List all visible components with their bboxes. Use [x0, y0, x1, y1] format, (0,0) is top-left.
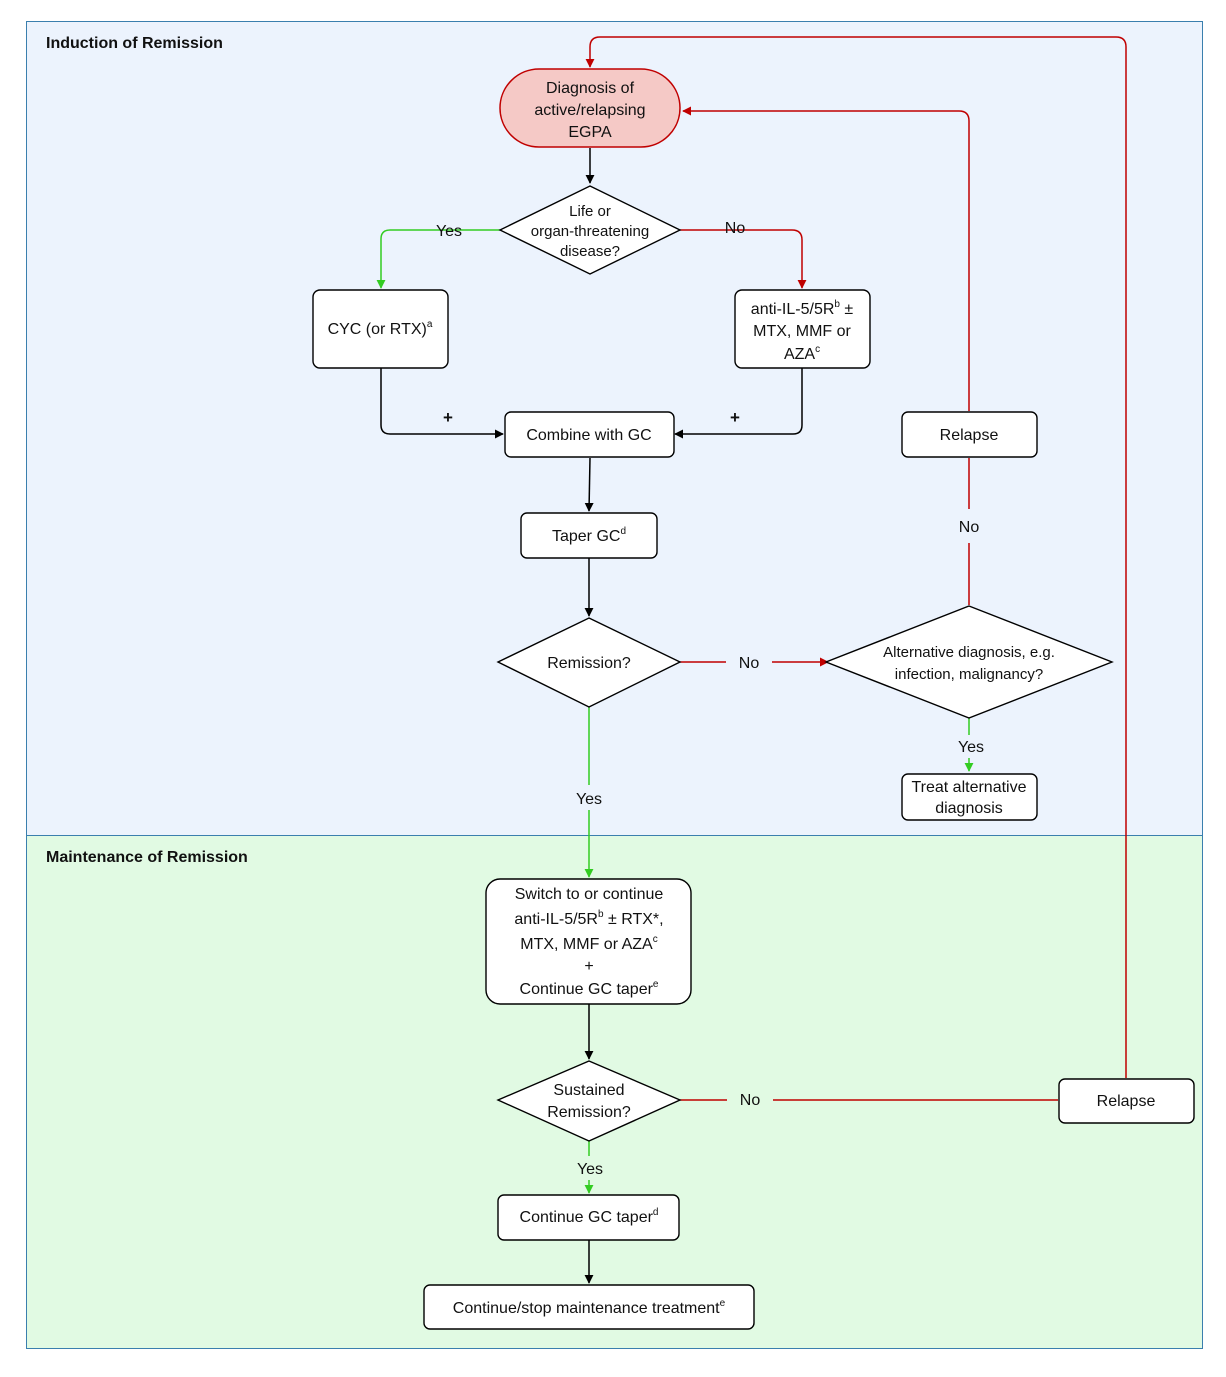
relapse-top-node: Relapse [901, 411, 1038, 458]
label-yes-alternative: Yes [958, 739, 984, 756]
continue-stop-footnote: e [720, 1298, 726, 1309]
label-yes-life: Yes [436, 223, 462, 240]
continue-taper-node: Continue GC taperd [497, 1194, 680, 1241]
diagnosis-line-3: EGPA [568, 124, 612, 141]
edge-relapse-to-diagnosis [682, 106, 970, 411]
diagnosis-line-1: Diagnosis of [546, 80, 635, 97]
remission-label: Remission? [547, 655, 631, 672]
label-no-life: No [725, 220, 746, 237]
maintenance-title: Maintenance of Remission [46, 849, 248, 866]
label-yes-sustained: Yes [577, 1161, 603, 1178]
label-no-alternative: No [959, 519, 980, 536]
life-threat-line-1: Life or [569, 203, 611, 220]
induction-title: Induction of Remission [46, 35, 223, 52]
svg-text:AZAc: AZAc [784, 344, 820, 363]
svg-text:MTX, MMF or AZAc: MTX, MMF or AZAc [520, 934, 657, 953]
svg-text:anti-IL-5/5Rb ±: anti-IL-5/5Rb ± [751, 299, 854, 318]
edge-no-to-anti-il5 [680, 229, 807, 289]
sustained-decision: Sustained Remission? [496, 1060, 682, 1142]
continue-taper-label: Continue GC taper [520, 1209, 654, 1226]
switch-line-4: + [584, 958, 593, 975]
anti-il5-plusminus: ± [840, 301, 853, 318]
sustained-line-1: Sustained [553, 1082, 624, 1099]
life-threat-line-3: disease? [560, 243, 620, 260]
alternative-line-2: infection, malignancy? [895, 666, 1043, 683]
cyc-footnote: a [427, 319, 433, 330]
treat-alternative-node: Treat alternative diagnosis [901, 773, 1038, 821]
alternative-line-1: Alternative diagnosis, e.g. [883, 644, 1055, 661]
svg-text:Continue GC taperd: Continue GC taperd [520, 1207, 659, 1226]
svg-text:anti-IL-5/5Rb ± RTX*,: anti-IL-5/5Rb ± RTX*, [514, 909, 663, 928]
anti-il5-footnote-c: c [815, 344, 820, 355]
diagnosis-line-2: active/relapsing [534, 102, 645, 119]
treat-alt-line-2: diagnosis [935, 800, 1003, 817]
diagnosis-node: Diagnosis of active/relapsing EGPA [499, 68, 681, 148]
taper-label: Taper GC [552, 528, 620, 545]
cyc-node: CYC (or RTX)a [312, 289, 449, 369]
switch-line-2: anti-IL-5/5R [514, 911, 598, 928]
remission-decision: Remission? [496, 617, 682, 708]
anti-il5-line-2: MTX, MMF or [753, 323, 851, 340]
edge-relapse-to-diagnosis-loop [585, 36, 1127, 1078]
switch-line-5: Continue GC taper [520, 981, 654, 998]
taper-footnote: d [620, 526, 626, 537]
svg-text:Taper GCd: Taper GCd [552, 526, 626, 545]
label-plus-left: + [443, 408, 453, 427]
edge-cyc-to-combine [380, 368, 504, 439]
combine-node: Combine with GC [504, 411, 675, 458]
continue-stop-label: Continue/stop maintenance treatment [453, 1300, 720, 1317]
sustained-line-2: Remission? [547, 1104, 631, 1121]
anti-il5-footnote-b: b [834, 299, 840, 310]
continue-taper-footnote: d [653, 1207, 659, 1218]
relapse-bottom-node: Relapse [1058, 1078, 1195, 1124]
anti-il5-line-1: anti-IL-5/5R [751, 301, 835, 318]
edge-anti-il5-to-combine [674, 368, 803, 439]
relapse-bottom-label: Relapse [1097, 1093, 1156, 1110]
label-yes-remission: Yes [576, 791, 602, 808]
edge-yes-to-cyc [376, 229, 500, 289]
switch-footnote-b: b [598, 909, 604, 920]
label-no-sustained: No [740, 1092, 761, 1109]
label-no-remission: No [739, 655, 760, 672]
continue-stop-node: Continue/stop maintenance treatmente [423, 1284, 755, 1330]
svg-text:Continue/stop maintenance trea: Continue/stop maintenance treatmente [453, 1298, 726, 1317]
label-plus-right: + [730, 408, 740, 427]
life-threat-decision: Life or organ-threatening disease? [498, 185, 682, 275]
cyc-label: CYC (or RTX) [328, 321, 427, 338]
relapse-top-label: Relapse [940, 427, 999, 444]
anti-il5-line-3: AZA [784, 346, 815, 363]
switch-footnote-e: e [653, 979, 659, 990]
switch-line-3: MTX, MMF or AZA [520, 936, 653, 953]
switch-node: Switch to or continue anti-IL-5/5Rb ± RT… [485, 878, 692, 1005]
anti-il5-node: anti-IL-5/5Rb ± MTX, MMF or AZAc [734, 289, 871, 369]
svg-text:Continue GC tapere: Continue GC tapere [520, 979, 659, 998]
edge-combine-to-taper [584, 457, 594, 512]
switch-footnote-c: c [653, 934, 658, 945]
switch-line-2-tail: ± RTX*, [604, 911, 664, 928]
svg-text:CYC (or RTX)a: CYC (or RTX)a [328, 319, 433, 338]
combine-label: Combine with GC [526, 427, 651, 444]
treat-alt-line-1: Treat alternative [911, 779, 1026, 796]
switch-line-1: Switch to or continue [515, 886, 664, 903]
life-threat-line-2: organ-threatening [531, 223, 649, 240]
taper-node: Taper GCd [520, 512, 658, 559]
alternative-decision: Alternative diagnosis, e.g. infection, m… [824, 605, 1114, 719]
